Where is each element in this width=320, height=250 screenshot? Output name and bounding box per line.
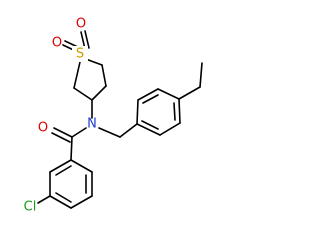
bond — [199, 62, 203, 88]
structure-diagram: S O O N O Cl — [23, 16, 203, 215]
bond — [91, 85, 107, 101]
bond — [55, 165, 72, 176]
bond — [73, 87, 93, 101]
bond — [70, 195, 93, 209]
bond — [70, 136, 73, 161]
bond — [37, 195, 51, 204]
bond — [159, 122, 181, 136]
bond — [142, 94, 159, 104]
bond — [84, 30, 90, 49]
bond — [178, 98, 181, 124]
bond — [173, 102, 176, 121]
sulfur-atom-label: S — [76, 47, 84, 62]
bond — [141, 120, 159, 130]
bond — [49, 159, 72, 173]
atom-labels: S O O N O Cl — [24, 17, 97, 215]
bond — [98, 127, 121, 138]
bond — [71, 127, 87, 138]
sulfonyl-oxygen-left-label: O — [52, 36, 62, 51]
sulfonyl-oxygen-top-label: O — [76, 17, 86, 32]
bond — [136, 123, 161, 136]
bond — [157, 88, 180, 100]
bond — [178, 86, 201, 100]
bond — [55, 192, 72, 203]
bond — [101, 64, 107, 87]
bond-lines — [37, 30, 203, 209]
chlorine-atom-label: Cl — [24, 200, 37, 215]
bond — [53, 127, 73, 138]
bond — [70, 159, 93, 173]
amide-nitrogen-label: N — [87, 117, 97, 132]
bond — [136, 99, 139, 125]
carbonyl-oxygen-label: O — [38, 121, 48, 136]
bond — [49, 195, 72, 209]
bond — [119, 123, 138, 138]
molecule-svg: S O O N O Cl — [24, 17, 203, 215]
bond — [51, 132, 71, 143]
bond — [137, 88, 159, 101]
bond — [73, 61, 81, 89]
